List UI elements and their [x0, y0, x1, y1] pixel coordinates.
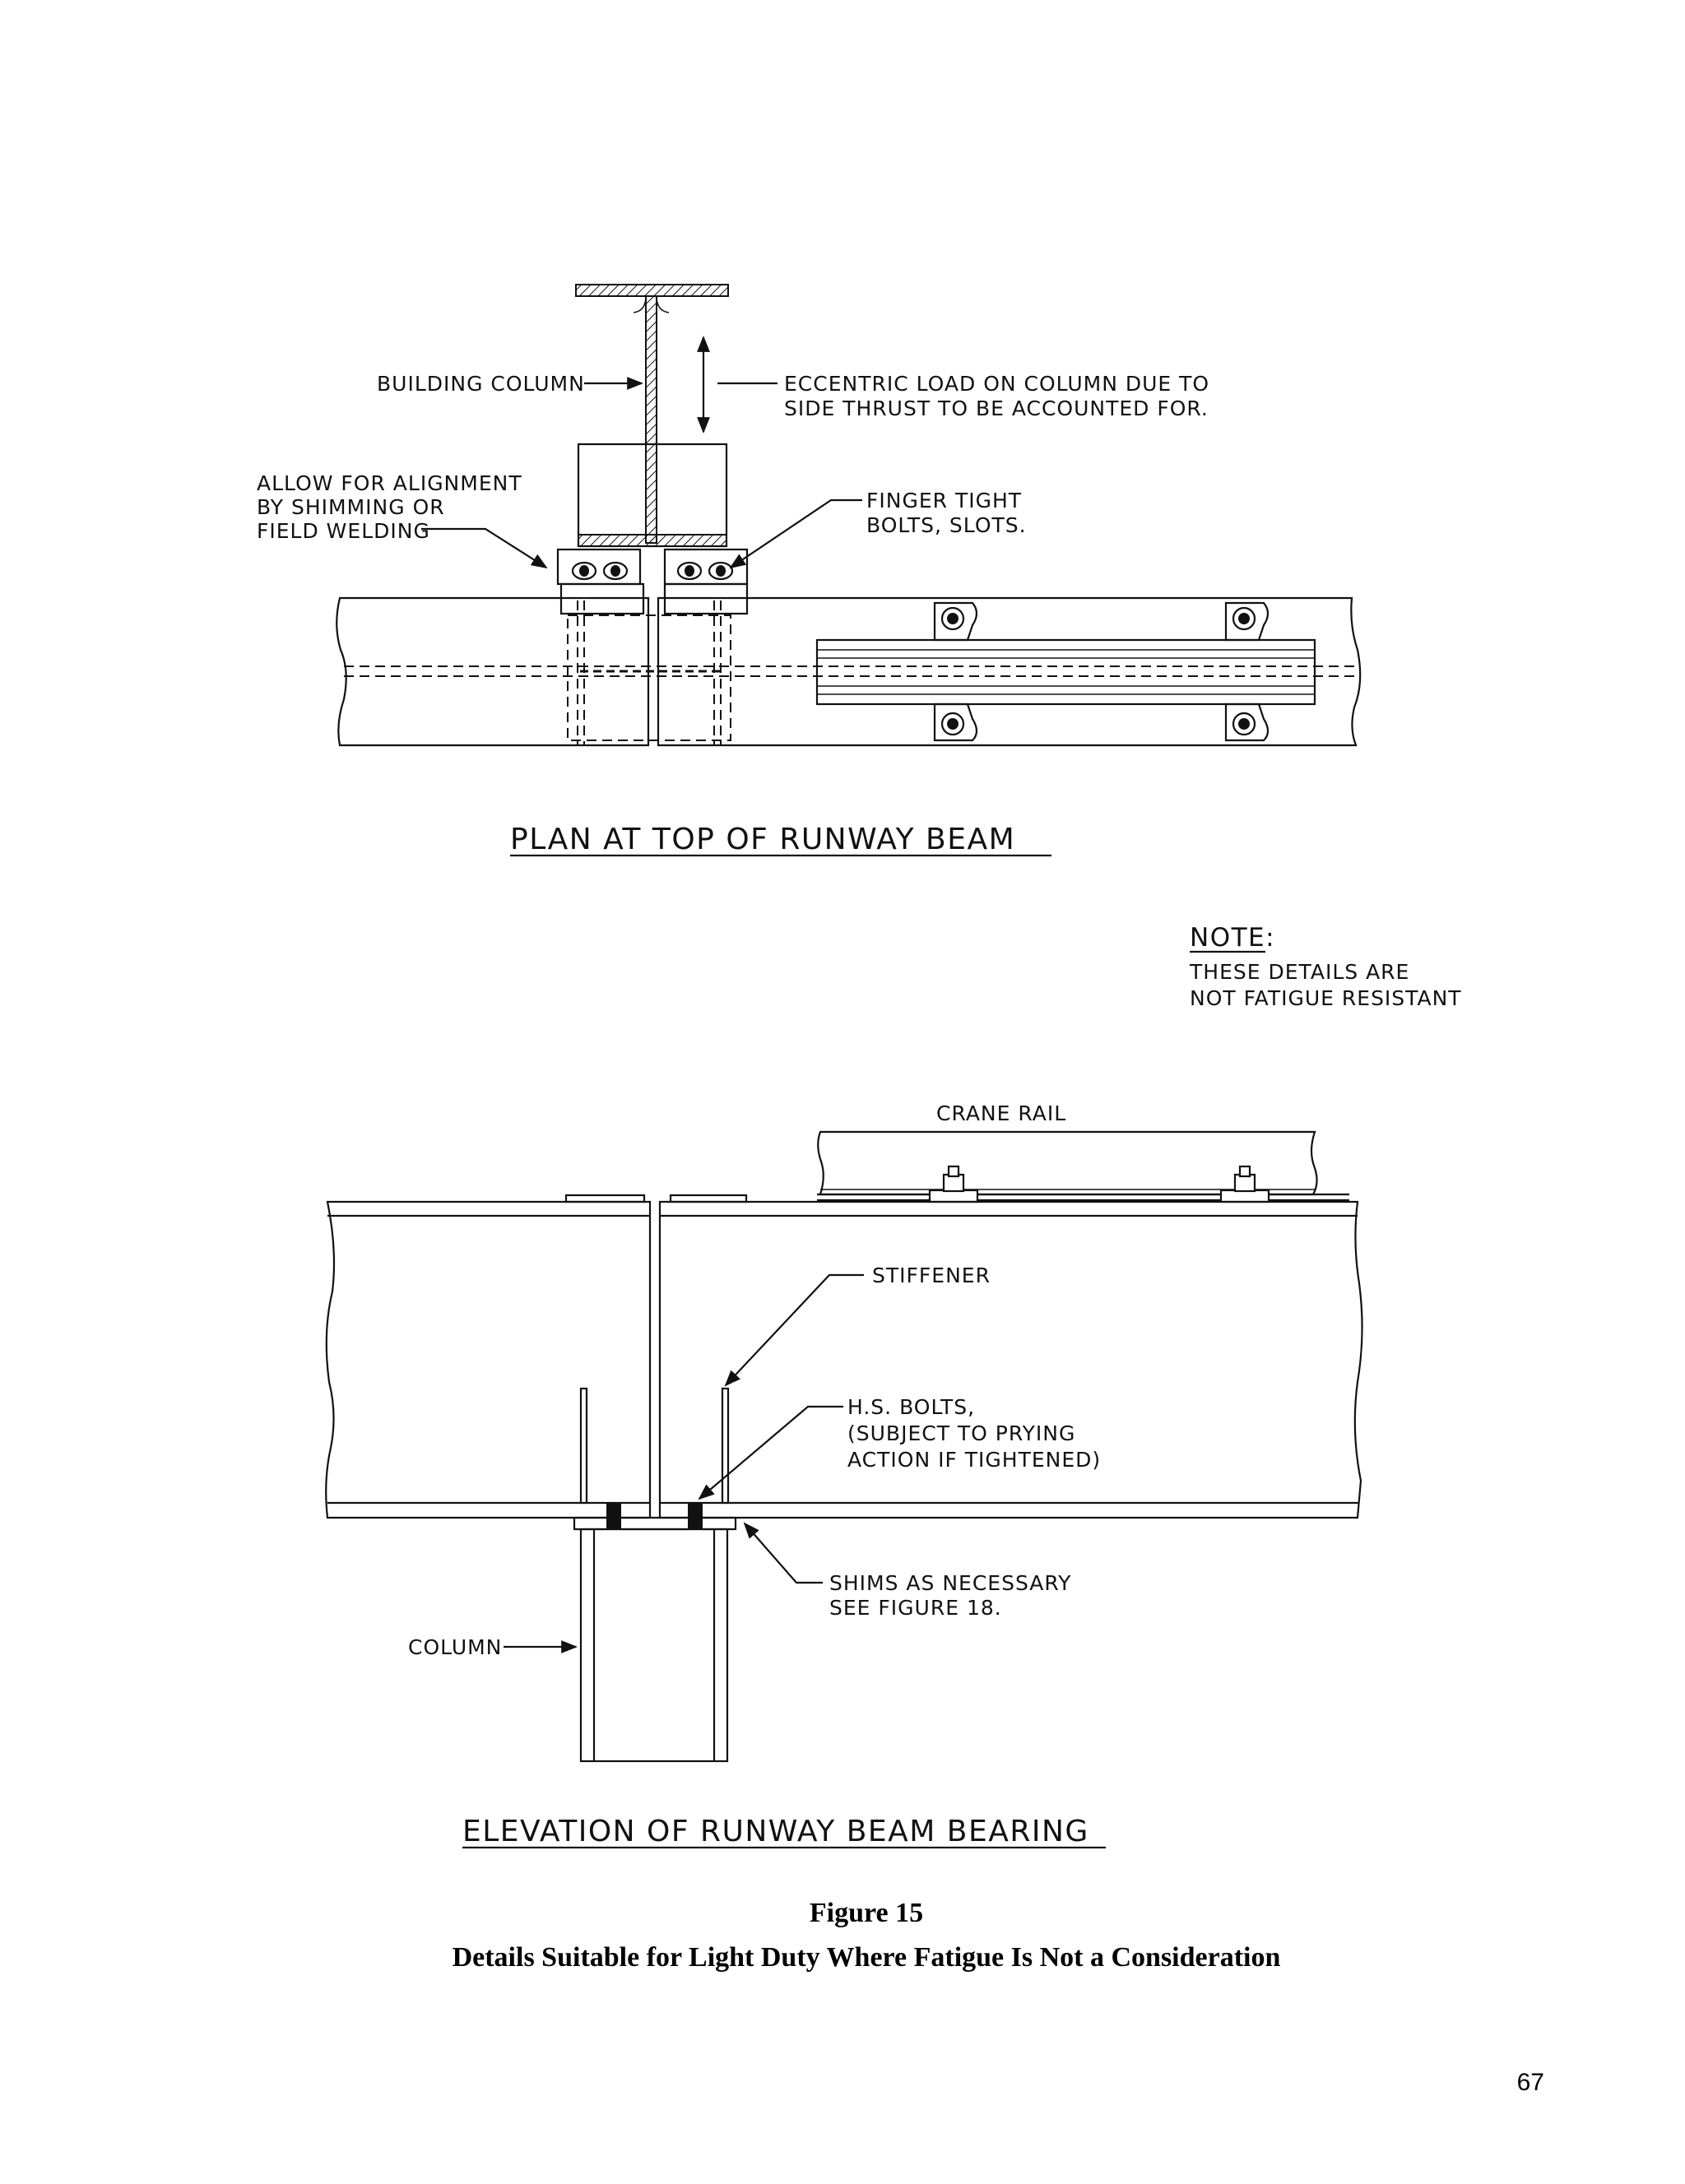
label-eccentric-line2: SIDE THRUST TO BE ACCOUNTED FOR. [784, 396, 1209, 420]
page-number: 67 [1517, 2069, 1544, 2096]
label-column: COLUMN [408, 1635, 502, 1659]
label-hs-line2: (SUBJECT TO PRYING [847, 1421, 1075, 1445]
crane-rail-plan [815, 638, 1316, 706]
note-heading: NOTE: [1190, 923, 1275, 953]
rail-clip-bolt-elevation [1219, 1165, 1270, 1203]
runway-beam-elevation-right [658, 1200, 1363, 1519]
bearing-plate [573, 1516, 737, 1531]
runway-beam-elevation-left [325, 1200, 652, 1519]
label-crane-rail: CRANE RAIL [936, 1101, 1066, 1125]
label-building-column: BUILDING COLUMN [377, 372, 585, 396]
figure-caption: Details Suitable for Light Duty Where Fa… [453, 1942, 1281, 1973]
top-clip-right [669, 1194, 748, 1203]
label-stiffener: STIFFENER [872, 1264, 991, 1287]
cap-plate [577, 443, 728, 548]
note-line2: NOT FATIGUE RESISTANT [1190, 986, 1462, 1010]
label-alignment-line1: ALLOW FOR ALIGNMENT [257, 471, 522, 495]
leader-hs-bolts [698, 1405, 843, 1500]
elevation-view: CRANE RAIL STIFFENER H.S. BOLTS, (SUBJEC… [325, 1101, 1363, 1849]
leader-stiffener [724, 1273, 864, 1387]
label-hs-line1: H.S. BOLTS, [847, 1395, 975, 1419]
label-shims-line2: SEE FIGURE 18. [829, 1596, 1002, 1620]
plan-title: PLAN AT TOP OF RUNWAY BEAM [510, 823, 1015, 856]
building-column-shape [575, 284, 729, 547]
leader-alignment [421, 527, 548, 569]
hs-bolt-right [688, 1503, 703, 1529]
label-alignment-line3: FIELD WELDING [257, 519, 430, 543]
clip-angle-left [556, 548, 645, 615]
leader-shims [743, 1522, 823, 1584]
runway-beam-plan-right [657, 596, 1362, 747]
stiffener-left [579, 1387, 588, 1505]
rail-clip-bolt-elevation [928, 1165, 979, 1203]
rail-clip [1224, 601, 1270, 642]
clip-angle-right [663, 548, 749, 615]
stiffener-right [721, 1387, 730, 1505]
rail-clip [933, 702, 978, 742]
label-alignment-line2: BY SHIMMING OR [257, 495, 445, 519]
hidden-column-outline [567, 600, 731, 745]
label-finger-line1: FINGER TIGHT [866, 489, 1022, 512]
column-elevation [579, 1528, 729, 1763]
rail-clip [933, 601, 978, 642]
figure-number: Figure 15 [810, 1898, 923, 1928]
label-finger-line2: BOLTS, SLOTS. [866, 513, 1027, 537]
hs-bolt-left [606, 1503, 621, 1529]
top-clip-left [564, 1194, 646, 1203]
label-eccentric-line1: ECCENTRIC LOAD ON COLUMN DUE TO [784, 372, 1209, 396]
note-block: NOTE: THESE DETAILS ARE NOT FATIGUE RESI… [1189, 923, 1462, 1010]
leader-finger-tight [729, 498, 862, 569]
elevation-title: ELEVATION OF RUNWAY BEAM BEARING [462, 1815, 1089, 1848]
plan-view: BUILDING COLUMN ECCENTRIC LOAD ON COLUMN… [257, 284, 1362, 857]
runway-beam-plan-left [336, 596, 650, 747]
note-line1: THESE DETAILS ARE [1189, 960, 1409, 984]
label-hs-line3: ACTION IF TIGHTENED) [847, 1448, 1101, 1472]
rail-clip [1224, 702, 1270, 742]
label-shims-line1: SHIMS AS NECESSARY [829, 1571, 1071, 1595]
